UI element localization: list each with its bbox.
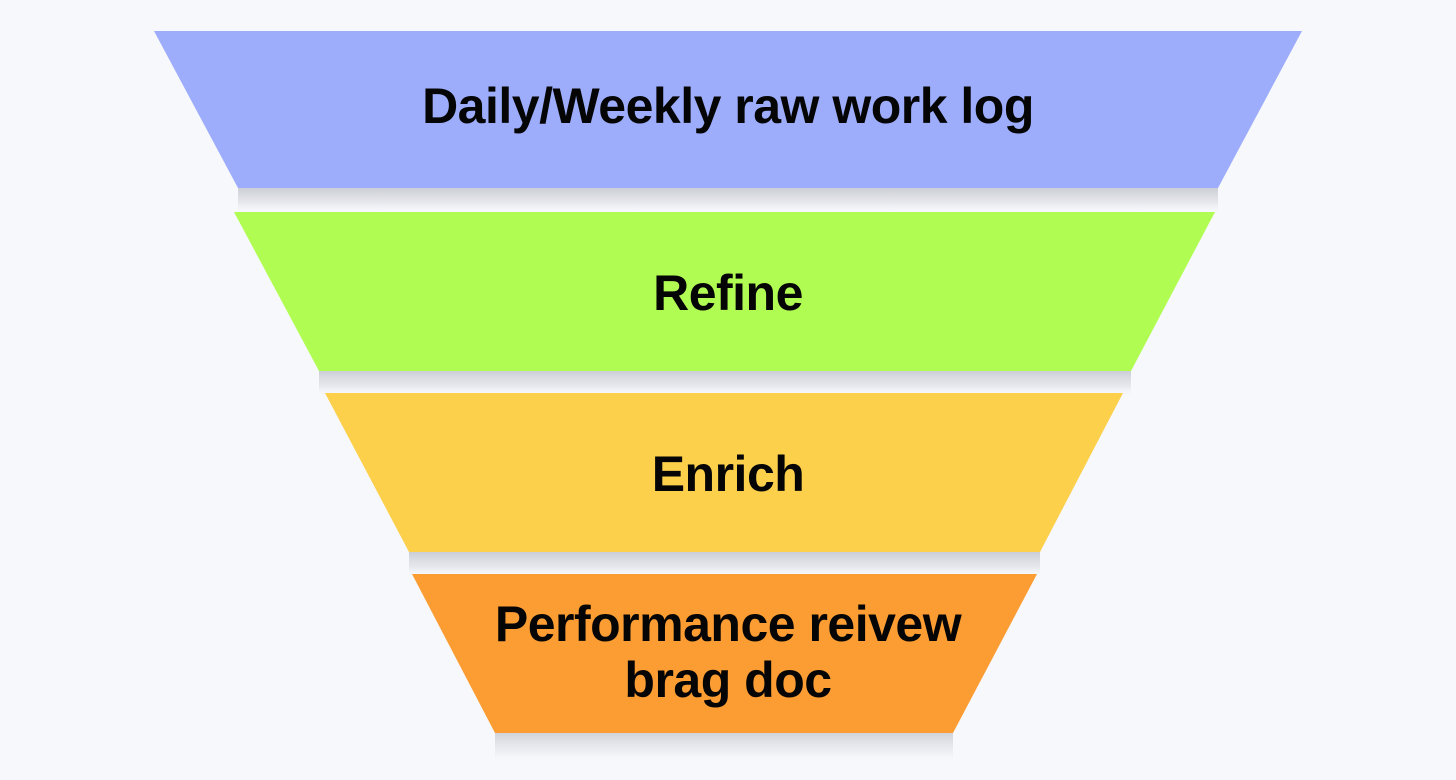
stage-4-shadow <box>495 733 953 763</box>
funnel-stage-1-shape <box>154 31 1302 188</box>
funnel-stage-4-shape <box>412 574 1037 733</box>
stage-3-shadow <box>409 552 1040 578</box>
stage-1-shadow <box>238 188 1218 214</box>
stage-2-shadow <box>319 371 1131 397</box>
funnel-stage-3-shape <box>325 393 1123 552</box>
funnel-stage-2-shape <box>234 212 1215 371</box>
